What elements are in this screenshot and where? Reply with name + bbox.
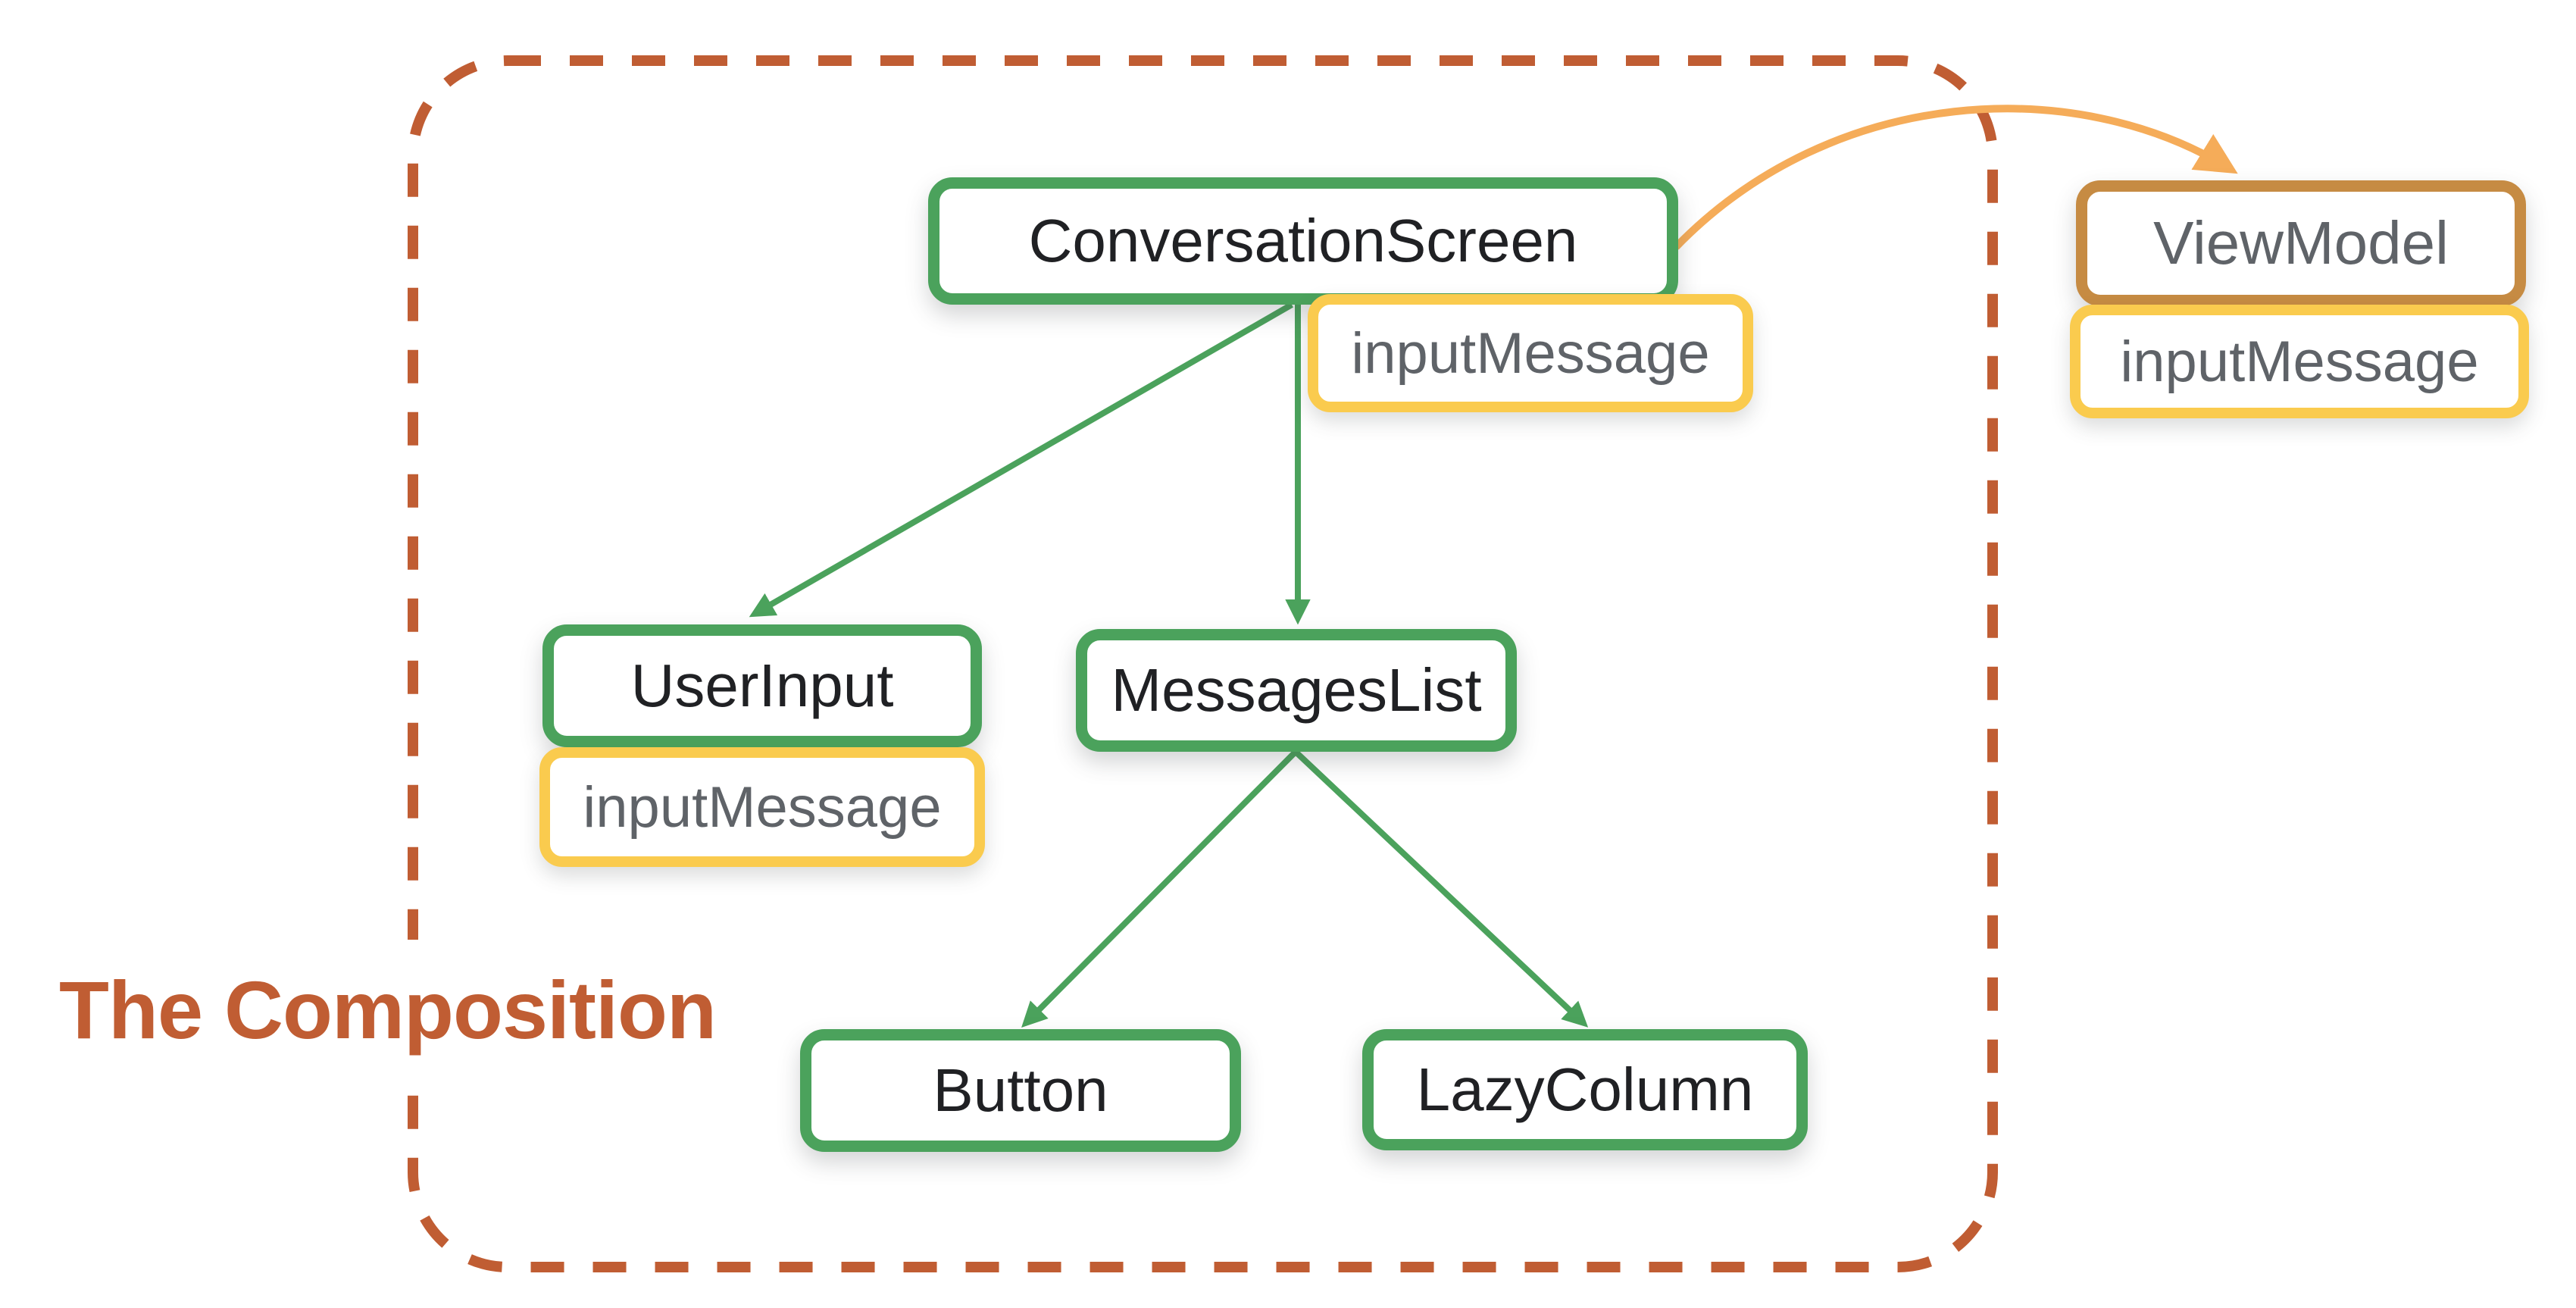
edge-conversationscreen-to-userinput [749,302,1293,618]
edge-conversationscreen-to-viewmodel-state-hoisting [1673,105,2238,250]
node-messages-list-label: MessagesList [1111,656,1482,724]
node-lazy-column-label: LazyColumn [1416,1056,1754,1123]
state-badge-view-model: inputMessage [2070,305,2529,418]
composition-boundary-dashed-border [408,55,1998,1272]
node-view-model: ViewModel [2076,180,2526,306]
node-user-input-label: UserInput [630,652,894,719]
state-badge-conversation-screen-label: inputMessage [1351,321,1710,386]
diagram-title: The Composition [59,940,736,1080]
state-badge-user-input: inputMessage [539,747,985,867]
node-messages-list: MessagesList [1076,629,1517,752]
node-conversation-screen-label: ConversationScreen [1028,207,1578,274]
node-user-input: UserInput [542,624,982,747]
node-view-model-label: ViewModel [2153,209,2449,277]
node-lazy-column: LazyColumn [1362,1029,1808,1150]
node-button: Button [800,1029,1241,1152]
state-badge-view-model-label: inputMessage [2120,329,2479,394]
edge-messageslist-to-button [1021,749,1298,1028]
state-badge-conversation-screen: inputMessage [1308,294,1753,412]
node-button-label: Button [933,1056,1108,1124]
node-conversation-screen: ConversationScreen [928,177,1678,305]
state-badge-user-input-label: inputMessage [583,774,942,840]
edge-messageslist-to-lazycolumn [1293,749,1589,1028]
